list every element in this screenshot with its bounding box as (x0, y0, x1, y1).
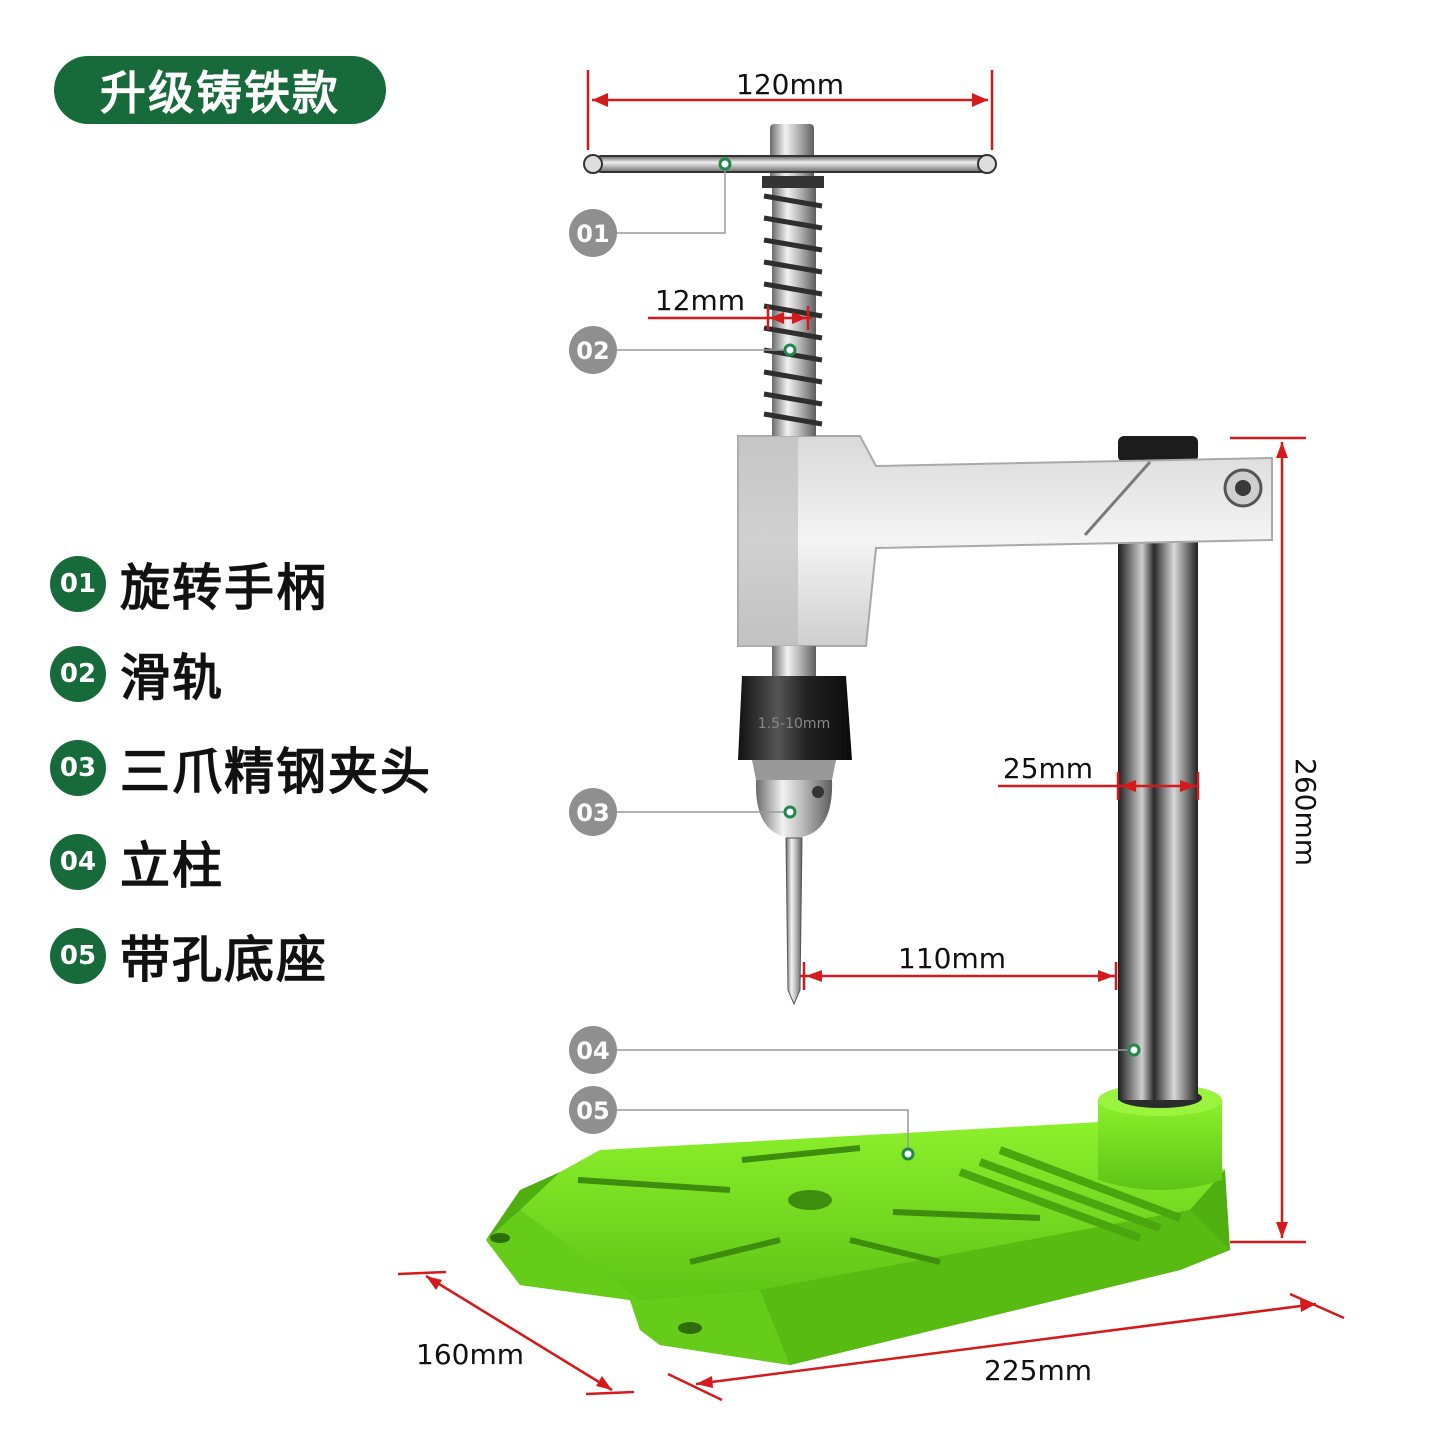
legend-item-chuck: 03 三爪精钢夹头 (50, 732, 432, 804)
legend-item-handle: 01 旋转手柄 (50, 548, 328, 620)
callout-leaders (616, 164, 1134, 1154)
legend-num: 02 (50, 646, 106, 702)
callout-number: 03 (576, 799, 609, 827)
legend-item-base: 05 带孔底座 (50, 920, 328, 992)
legend-label: 三爪精钢夹头 (120, 743, 432, 801)
callout-badge-04: 04 (569, 1026, 617, 1074)
chuck-marking: 1.5-10mm (758, 716, 830, 732)
legend-label: 立柱 (120, 837, 224, 895)
callout-number: 01 (576, 220, 609, 248)
title-text: 升级铸铁款 (100, 66, 340, 120)
legend-label: 旋转手柄 (120, 559, 328, 617)
legend-label: 滑轨 (120, 649, 224, 707)
legend-num: 01 (50, 556, 106, 612)
callout-badge-02: 02 (569, 326, 617, 374)
dim-label-throat-depth: 110mm (898, 942, 1006, 975)
legend-item-slide-rail: 02 滑轨 (50, 638, 224, 710)
legend-label: 带孔底座 (120, 931, 328, 989)
dim-label-handle-width: 120mm (736, 68, 844, 101)
legend-item-column: 04 立柱 (50, 826, 224, 898)
dimension-lines (397, 70, 1345, 1402)
legend-num: 04 (50, 834, 106, 890)
callout-number: 02 (576, 337, 609, 365)
drilled-base (486, 1122, 1230, 1365)
legend-num: 05 (50, 928, 106, 984)
title-badge: 升级铸铁款 (54, 56, 386, 124)
dim-label-base-width: 225mm (984, 1354, 1092, 1387)
callout-number: 04 (576, 1037, 609, 1065)
legend-num: 03 (50, 740, 106, 796)
three-jaw-chuck: 1.5-10mm (738, 646, 852, 1006)
callout-badge-01: 01 (569, 209, 617, 257)
callout-badge-03: 03 (569, 788, 617, 836)
callout-badge-05: 05 (569, 1086, 617, 1134)
dim-label-height: 260mm (1289, 758, 1322, 866)
column (1118, 540, 1198, 1100)
callout-number: 05 (576, 1097, 609, 1125)
dim-label-column-diameter: 25mm (1003, 752, 1093, 785)
dim-label-screw-diameter: 12mm (655, 284, 745, 317)
callout-dots (718, 157, 1141, 1161)
rotary-handle (583, 154, 997, 174)
dim-label-base-depth: 160mm (416, 1338, 524, 1371)
